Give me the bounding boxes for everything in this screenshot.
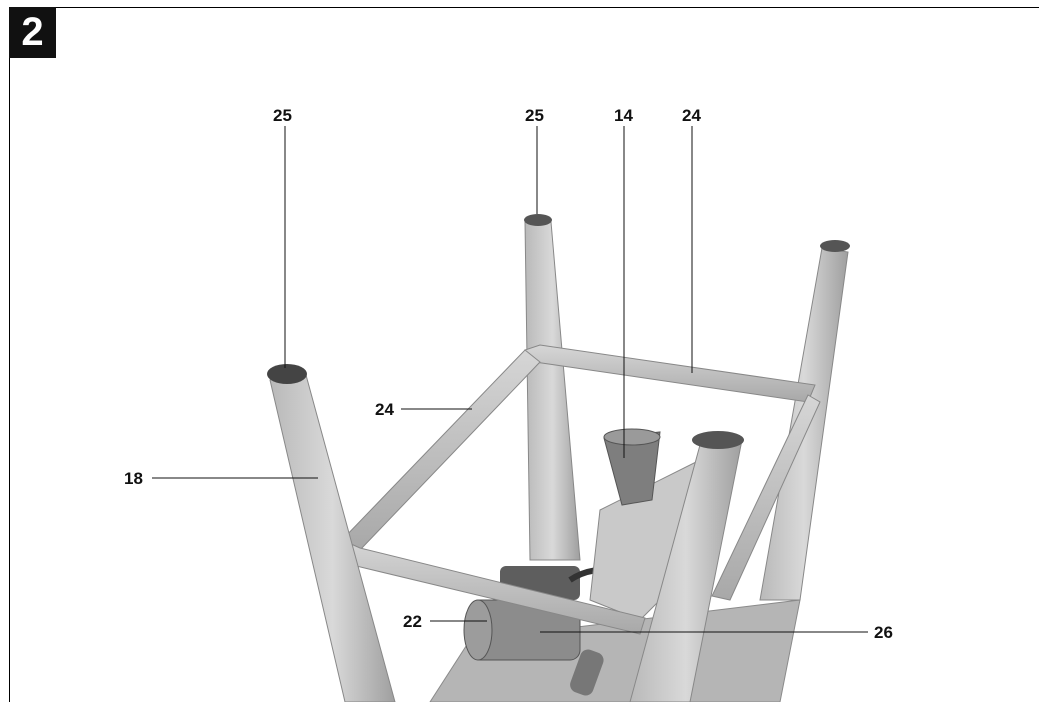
funnel-rim: [603, 428, 661, 446]
callout-25-mid: 25: [525, 106, 544, 125]
bar-top-back: [524, 344, 816, 403]
callout-24-left: 24: [375, 400, 394, 419]
motor-end-cap: [463, 599, 493, 661]
leg-front-left-18: [269, 374, 396, 702]
bar-top-right: [711, 394, 821, 601]
foot-cap-back-right: [820, 240, 850, 252]
callout-24-top: 24: [682, 106, 701, 125]
bar-top-left: [341, 349, 541, 551]
frame-top-border: [9, 7, 1039, 8]
foot-cap-back-middle: [524, 214, 552, 226]
callout-18: 18: [124, 469, 143, 488]
callout-22: 22: [403, 612, 422, 631]
callout-14: 14: [614, 106, 633, 125]
foot-cap-front-right: [692, 431, 744, 449]
callout-25-left: 25: [273, 106, 292, 125]
figure-number-badge: 2: [9, 7, 56, 58]
frame-left-border: [9, 7, 10, 702]
motor-handle: [570, 649, 604, 696]
callout-leaders: [152, 126, 868, 633]
callout-26: 26: [874, 623, 893, 642]
leg-back-middle: [524, 221, 581, 561]
foot-cap-front-left: [267, 364, 307, 384]
